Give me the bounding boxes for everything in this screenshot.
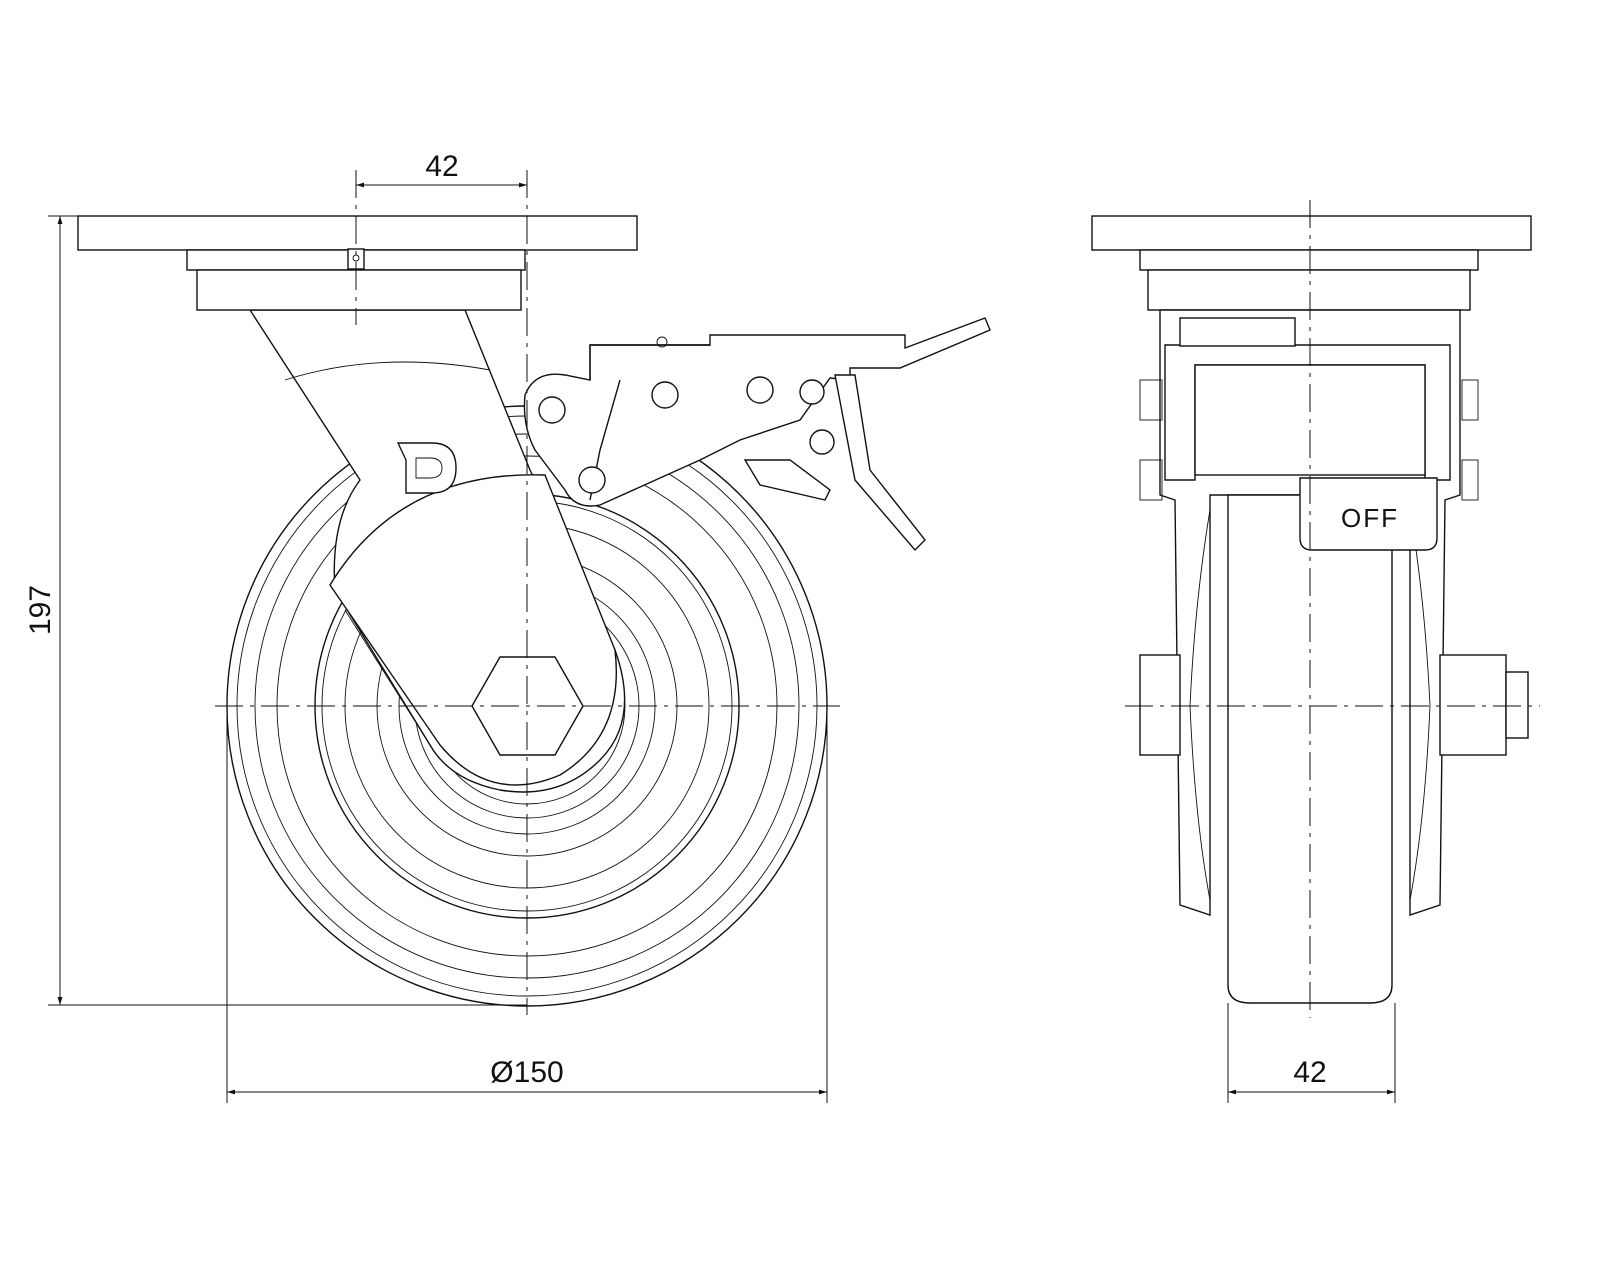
dim-197: 197	[24, 585, 57, 635]
dimension-wheel-diameter: Ø150	[226, 706, 828, 1103]
dimension-overall-height: 197	[24, 215, 527, 1006]
dim-diameter-150: Ø150	[490, 1056, 563, 1089]
brake-off-indicator: OFF	[1299, 477, 1438, 551]
side-view	[77, 170, 991, 1015]
front-wheel	[1227, 494, 1393, 1004]
front-top-plate	[1091, 215, 1532, 251]
brand-logo	[396, 442, 457, 494]
dimension-top-offset: 42	[356, 150, 527, 188]
dim-42-width: 42	[1293, 1056, 1326, 1089]
dimension-wheel-width: 42	[1227, 1003, 1396, 1103]
brake-mechanism	[523, 317, 991, 552]
top-plate	[77, 215, 638, 251]
dim-42-top: 42	[425, 150, 458, 183]
brake-off-label: OFF	[1341, 503, 1399, 533]
front-view: OFF	[1091, 200, 1540, 1018]
